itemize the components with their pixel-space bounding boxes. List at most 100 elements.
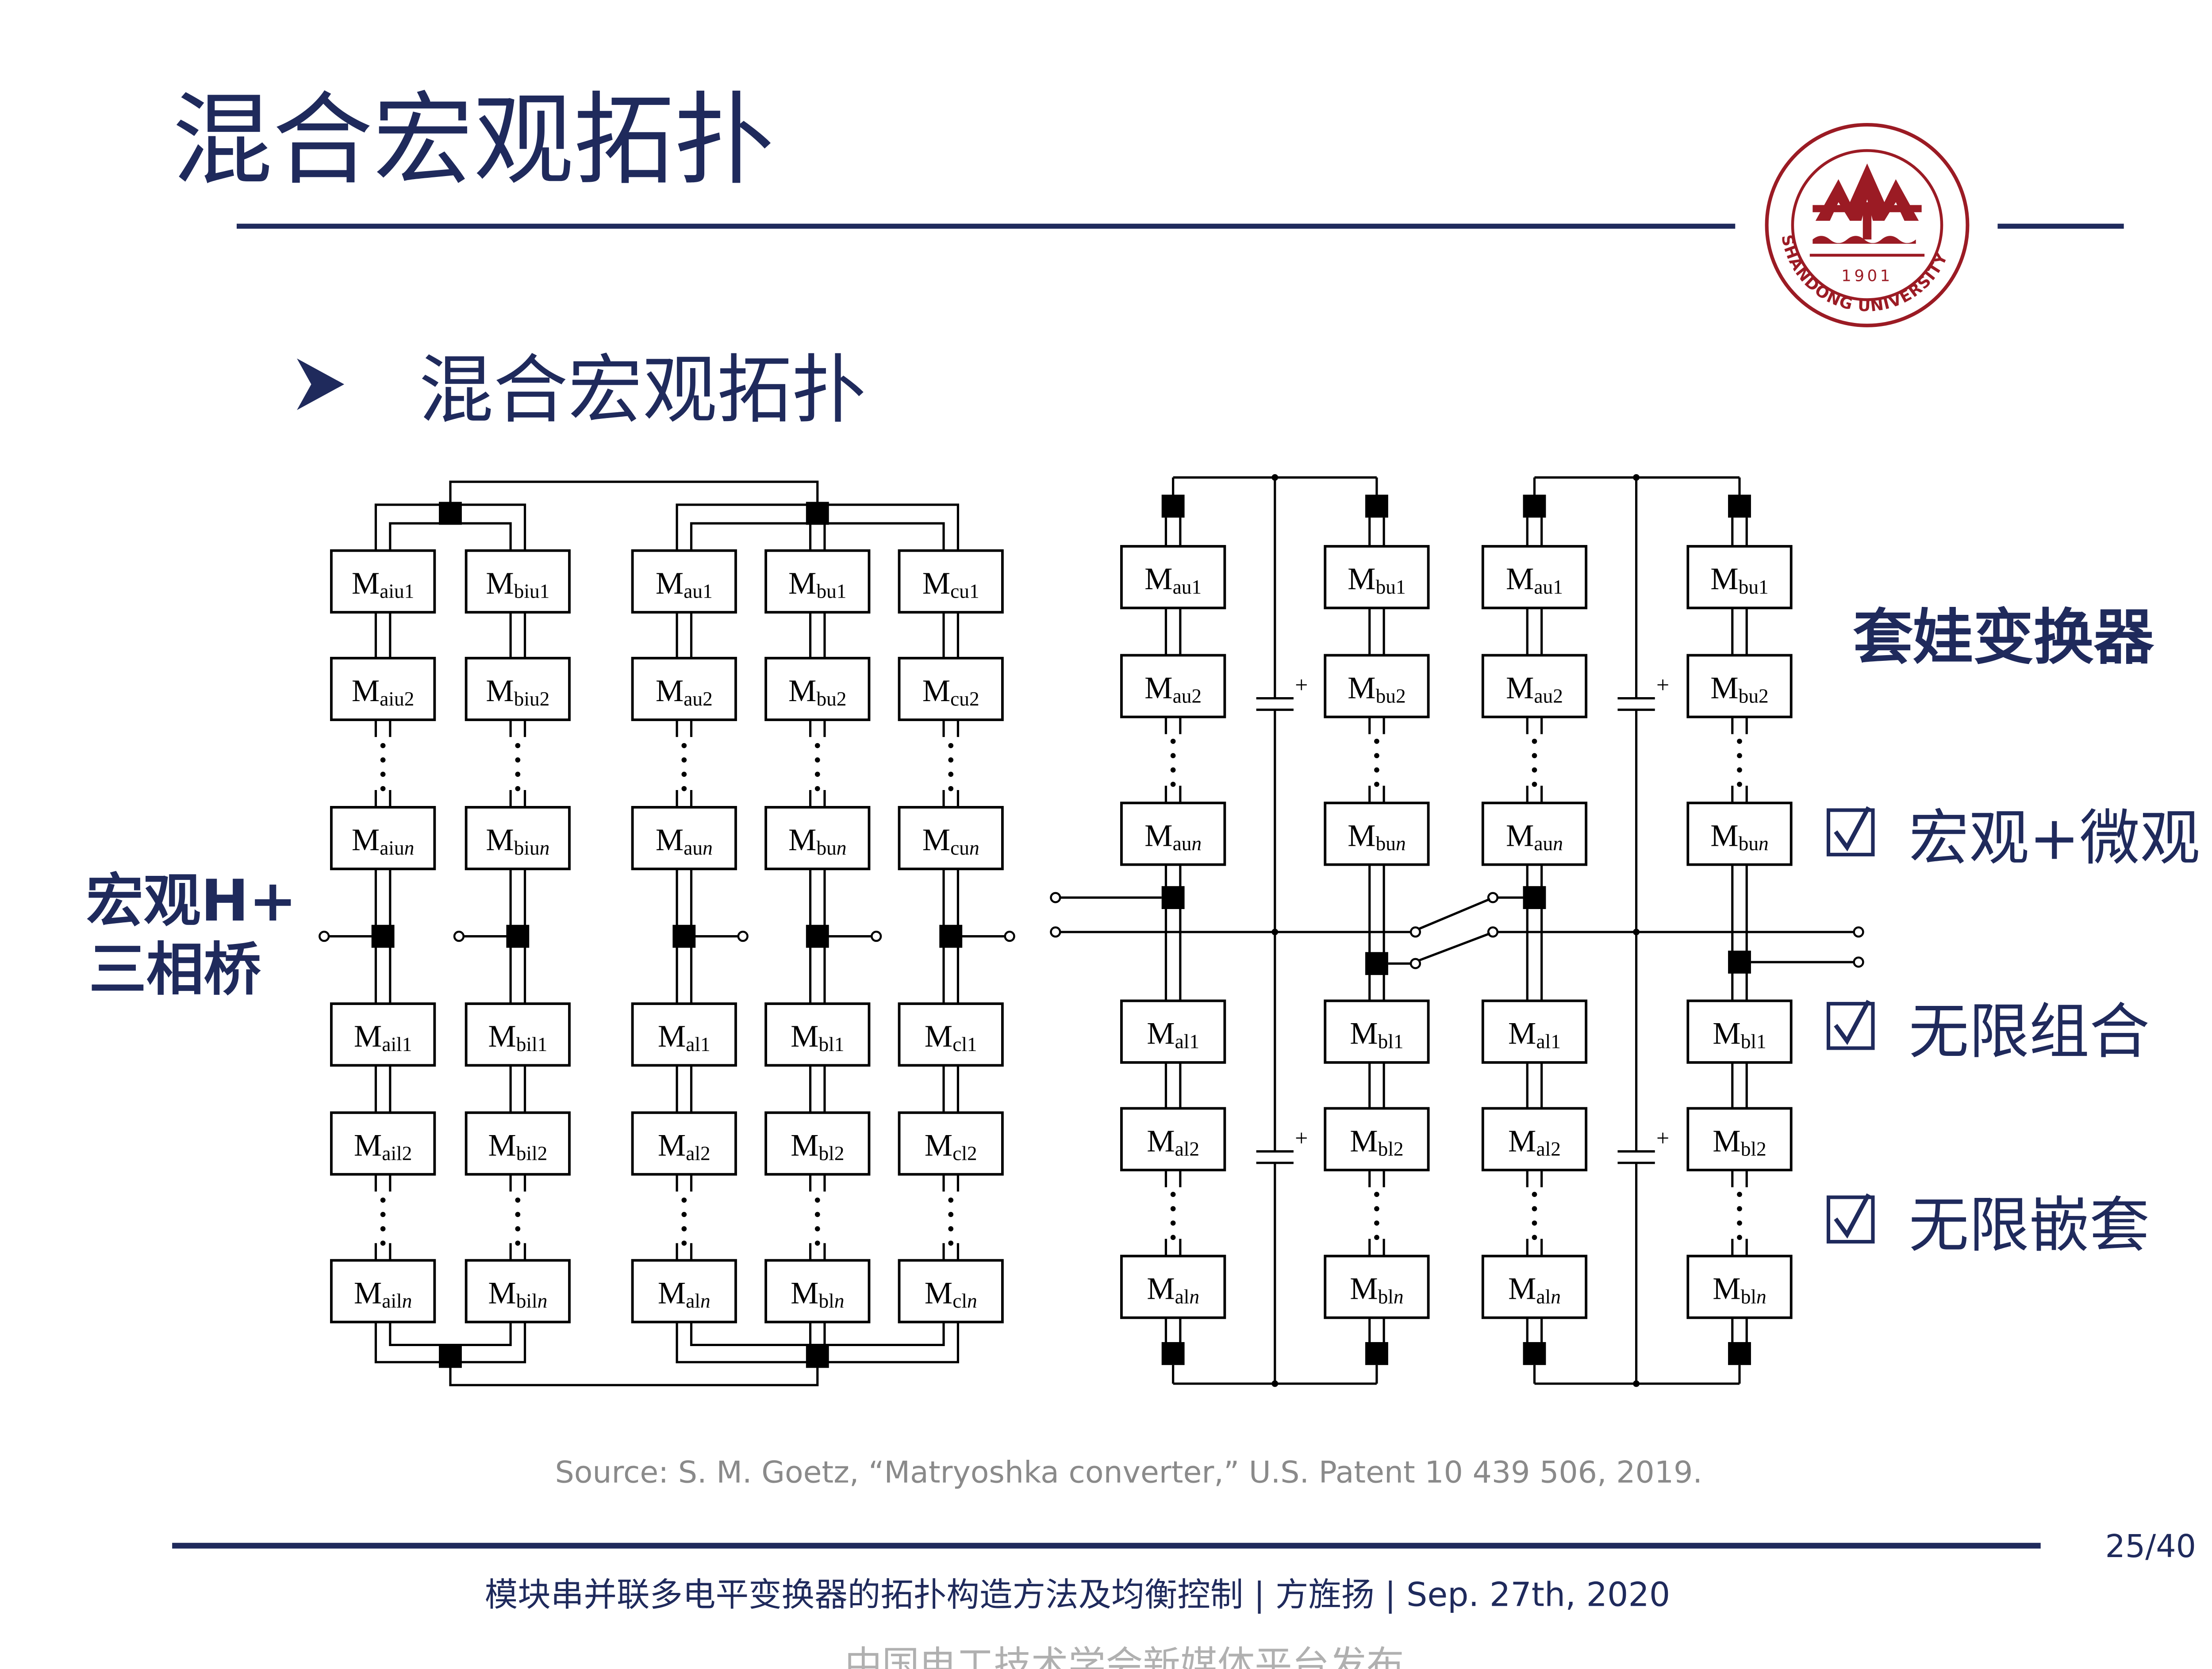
continuation-dot	[1532, 738, 1537, 744]
continuation-dot	[1170, 1206, 1176, 1212]
module-label-subscript: ail1	[382, 1033, 412, 1055]
module-label-main: M	[352, 822, 380, 857]
checklist-label: 无限嵌套	[1909, 1191, 2150, 1261]
module-block: Mbun	[764, 806, 871, 871]
continuation-dot	[1374, 1235, 1379, 1240]
module-label-subscript: cu	[950, 837, 969, 859]
module-label-main: M	[788, 566, 816, 601]
module-label-subscript: al	[686, 1290, 700, 1312]
module-box	[1686, 999, 1793, 1064]
module-block: Mal2	[1120, 1107, 1226, 1171]
module-box	[1686, 1107, 1793, 1171]
module-label-main: M	[1506, 671, 1534, 706]
module-label: Mbln	[791, 1275, 844, 1312]
module-label: Mau1	[1506, 561, 1563, 598]
module-label: Mbl2	[1713, 1124, 1766, 1160]
module-box	[1686, 654, 1793, 718]
module-label: Mbun	[1710, 818, 1768, 855]
terminal-icon	[453, 930, 465, 942]
module-label-subscript: cl2	[952, 1142, 977, 1164]
module-box	[1481, 545, 1588, 610]
module-box	[465, 549, 571, 614]
module-block: Maun	[1120, 802, 1226, 866]
module-box	[1481, 1255, 1588, 1319]
continuation-dot	[948, 1240, 954, 1246]
port-junction	[1523, 1342, 1546, 1365]
footer-rule	[172, 1542, 2041, 1549]
module-label-subscript: bl1	[818, 1033, 844, 1055]
continuation-dot	[948, 1212, 954, 1217]
port-junction	[439, 502, 462, 525]
module-label: Mailn	[354, 1275, 412, 1312]
module-label-main: M	[788, 673, 816, 708]
continuation-dot	[1737, 753, 1742, 759]
module-label: Mbu2	[1348, 671, 1406, 707]
terminal-icon	[1409, 926, 1421, 938]
module-label-main: M	[1348, 818, 1375, 853]
module-label-index: n	[700, 1290, 710, 1312]
module-label-index: n	[404, 837, 415, 859]
module-label-main: M	[486, 673, 514, 708]
module-box	[898, 1002, 1004, 1067]
module-label-subscript: bu1	[1376, 576, 1406, 598]
module-label-main: M	[922, 566, 950, 601]
module-box	[465, 806, 571, 871]
module-block: Mbu1	[1324, 545, 1430, 610]
module-label-main: M	[352, 566, 380, 601]
module-block: Mbl2	[1324, 1107, 1430, 1171]
continuation-dot	[814, 743, 820, 748]
shandong-university-logo: 1901 SHANDONG UNIVERSITY	[1765, 123, 1970, 327]
module-block: Mbil1	[465, 1002, 571, 1067]
module-label-main: M	[1506, 818, 1534, 853]
module-label-subscript: ail2	[382, 1142, 412, 1164]
module-label-main: M	[488, 1128, 516, 1163]
module-box	[631, 806, 737, 871]
module-label-index: n	[402, 1290, 412, 1312]
header-rule	[236, 223, 1736, 229]
continuation-dot	[1374, 782, 1379, 787]
module-label-subscript: bu1	[1739, 576, 1769, 598]
module-label-subscript: cu2	[950, 688, 979, 710]
module-label: Mbu1	[1710, 561, 1768, 598]
module-label-main: M	[1713, 1016, 1740, 1051]
module-label: Mail1	[354, 1019, 412, 1055]
header-rule-right	[1997, 223, 2124, 229]
module-box	[1324, 654, 1430, 718]
module-label-subscript: aiu1	[380, 580, 414, 602]
module-label-main: M	[1348, 561, 1375, 596]
module-label-main: M	[1348, 671, 1375, 706]
module-block: Mbl1	[1324, 999, 1430, 1064]
continuation-dot	[380, 1226, 386, 1232]
module-box	[330, 1002, 436, 1067]
continuation-dot	[515, 786, 521, 791]
module-label-index: n	[1756, 1285, 1767, 1308]
module-label-subscript: au1	[1534, 576, 1563, 598]
continuation-dot	[1170, 1235, 1176, 1240]
terminal-icon	[1050, 892, 1061, 903]
continuation-dot	[1374, 767, 1379, 773]
module-label-subscript: bu	[1376, 833, 1396, 855]
module-label: Mbun	[1348, 818, 1406, 855]
module-box	[330, 1111, 436, 1176]
module-label-subscript: au	[1173, 833, 1192, 855]
module-label-subscript: bl1	[1378, 1030, 1404, 1052]
module-label-main: M	[656, 822, 684, 857]
continuation-dot	[1374, 753, 1379, 759]
module-label-subscript: bl2	[1741, 1138, 1767, 1160]
checked-box-icon	[1826, 1195, 1875, 1244]
module-label: Mau1	[1144, 561, 1202, 598]
checklist-item: 宏观+微观	[1826, 804, 2200, 874]
module-label-main: M	[1147, 1016, 1175, 1051]
module-label-index: n	[1394, 1285, 1404, 1308]
module-box	[764, 1259, 871, 1324]
module-box	[330, 656, 436, 721]
module-label-main: M	[1144, 671, 1172, 706]
module-label: Mcu2	[922, 673, 979, 710]
module-block: Mal1	[631, 1002, 737, 1067]
wire	[389, 1322, 512, 1347]
checklist-item: 无限组合	[1826, 997, 2150, 1067]
module-label-subscript: bl2	[818, 1142, 844, 1164]
module-block: Mau1	[631, 549, 737, 614]
module-block: Mau2	[1481, 654, 1588, 718]
module-block: Mal1	[1120, 999, 1226, 1064]
